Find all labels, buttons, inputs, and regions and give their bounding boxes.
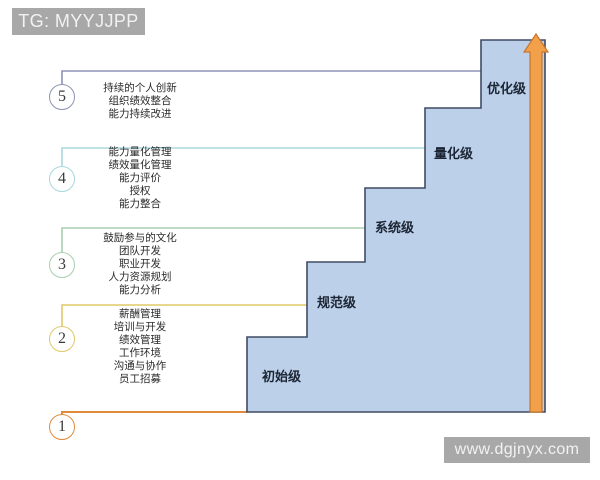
level-4-item-2: 能力评价: [119, 172, 161, 184]
level-3-item-4: 能力分析: [119, 284, 161, 296]
level-2-item-5: 员工招募: [119, 373, 161, 385]
level-badge-3-label: 3: [58, 256, 66, 273]
level-5-items: 持续的个人创新 组织绩效整合 能力持续改进: [80, 82, 200, 121]
level-2-item-1: 培训与开发: [113, 321, 167, 333]
level-badge-4-label: 4: [58, 170, 66, 187]
stair-label-quantitative: 量化级: [434, 147, 474, 162]
level-3-item-3: 人力资源规划: [108, 271, 172, 283]
level-4-item-3: 授权: [129, 185, 151, 197]
level-4-item-1: 绩效量化管理: [108, 159, 172, 171]
level-3-items: 鼓励参与的文化 团队开发 职业开发 人力资源规划 能力分析: [80, 232, 200, 297]
level-badge-2-label: 2: [58, 330, 66, 347]
level-5-item-0: 持续的个人创新: [103, 82, 177, 94]
level-4-item-4: 能力整合: [119, 198, 161, 210]
level-2-item-4: 沟通与协作: [113, 360, 167, 372]
stair-label-optimizing: 优化级: [487, 82, 527, 97]
level-2-items: 薪酬管理 培训与开发 绩效管理 工作环境 沟通与协作 员工招募: [80, 308, 200, 386]
stair-label-systematic: 系统级: [375, 221, 415, 236]
level-5-item-1: 组织绩效整合: [108, 95, 172, 107]
level-2-item-3: 工作环境: [119, 347, 161, 359]
level-badge-5-label: 5: [58, 88, 66, 105]
level-4-items: 能力量化管理 绩效量化管理 能力评价 授权 能力整合: [80, 146, 200, 211]
staircase-shape: [246, 39, 546, 413]
upward-growth-arrow: [522, 32, 550, 413]
level-badge-1-label: 1: [58, 418, 66, 435]
watermark-tg: TG: MYYJJPP: [12, 8, 145, 35]
level-2-item-0: 薪酬管理: [119, 308, 161, 320]
level-3-item-1: 团队开发: [119, 245, 161, 257]
level-badge-1[interactable]: 1: [49, 414, 75, 440]
level-badge-5[interactable]: 5: [49, 84, 75, 110]
level-5-item-2: 能力持续改进: [108, 108, 172, 120]
level-4-item-0: 能力量化管理: [108, 146, 172, 158]
level-badge-2[interactable]: 2: [49, 326, 75, 352]
stair-label-initial: 初始级: [262, 370, 302, 385]
watermark-website: www.dgjnyx.com: [444, 437, 590, 463]
level-2-item-2: 绩效管理: [119, 334, 161, 346]
connector-line-1: [61, 411, 247, 428]
level-3-item-0: 鼓励参与的文化: [103, 232, 177, 244]
connector-line-5: [61, 70, 481, 88]
level-badge-3[interactable]: 3: [49, 252, 75, 278]
level-badge-4[interactable]: 4: [49, 166, 75, 192]
level-3-item-2: 职业开发: [119, 258, 161, 270]
stair-label-managed: 规范级: [317, 296, 357, 311]
